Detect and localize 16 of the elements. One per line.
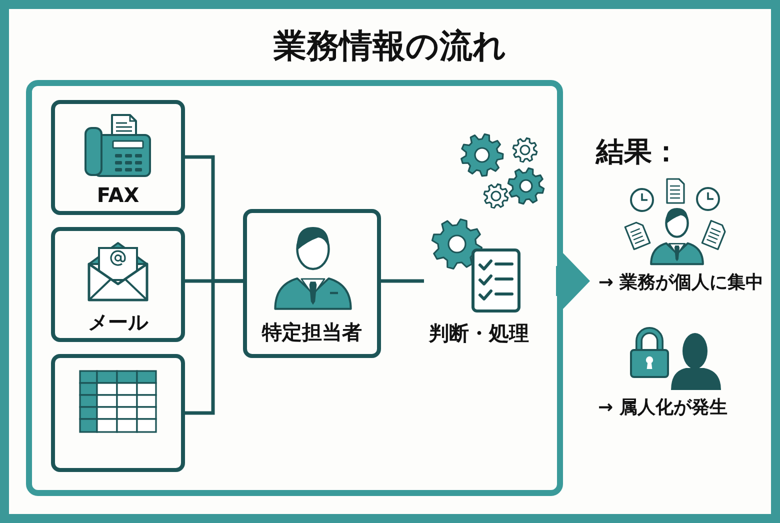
result-text: → 属人化が発生 xyxy=(598,397,728,419)
connector-line xyxy=(381,279,424,283)
result-text: → 業務が個人に集中 xyxy=(598,272,764,294)
node-label: 判断・処理 xyxy=(429,321,529,345)
title: 業務情報の流れ xyxy=(274,26,506,66)
box-label: メール xyxy=(88,310,148,334)
source-box xyxy=(51,354,185,472)
source-box xyxy=(51,227,185,342)
box-label: 特定担当者 xyxy=(262,320,362,344)
panel xyxy=(26,80,563,496)
connector-line xyxy=(185,279,243,415)
block-arrow xyxy=(556,252,590,310)
box-label: FAX xyxy=(96,183,140,207)
result-heading: 結果： xyxy=(596,135,680,169)
source-box xyxy=(51,100,185,215)
person-box xyxy=(243,209,381,358)
